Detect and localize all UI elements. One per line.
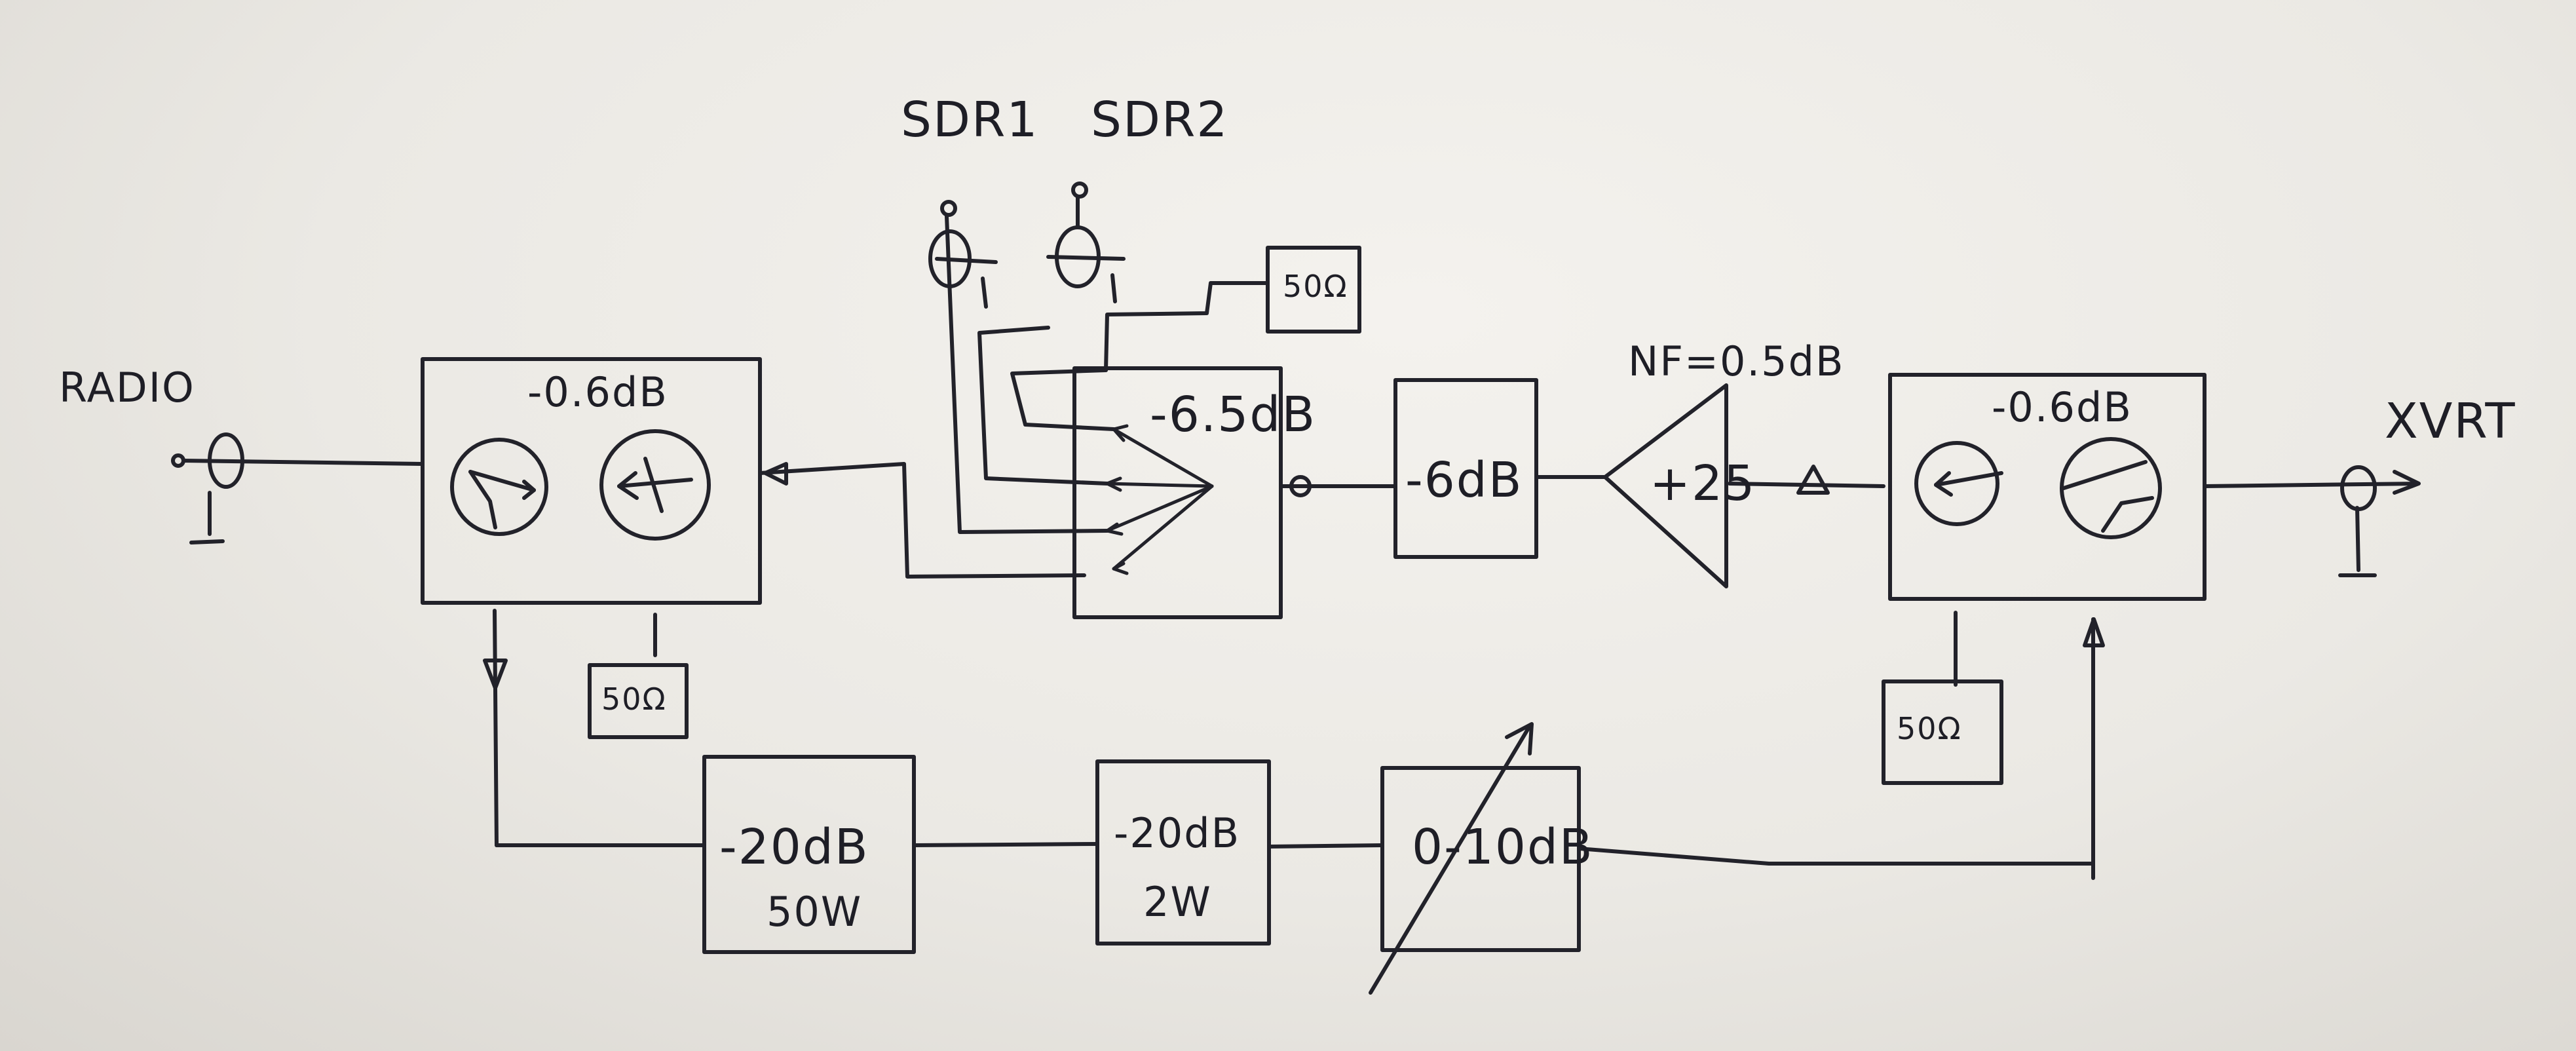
lna-noise-figure: NF=0.5dB <box>1628 337 1845 385</box>
sdr2-port-symbol <box>1046 182 1126 303</box>
wire-splitter-to-left-coupler <box>758 462 1086 579</box>
right-relay-1 <box>1914 441 2003 526</box>
wire-2w-to-var <box>1267 843 1384 849</box>
var-att-arrow <box>1369 724 1532 995</box>
left-relay-2 <box>599 429 711 541</box>
lna-amplifier <box>1603 383 1728 588</box>
lna-gain: +25 <box>1650 455 1756 512</box>
left-coupler-box <box>421 357 762 605</box>
att-20db-50w-power: 50W <box>767 888 863 936</box>
wire-radio-to-coupler <box>181 459 425 466</box>
splitter-arrows <box>1105 424 1214 575</box>
wire-to-xvrt <box>2203 482 2419 488</box>
right-load-label: 50Ω <box>1897 711 1962 746</box>
radio-label: RADIO <box>59 364 195 411</box>
var-att-label: 0-10dB <box>1412 819 1594 875</box>
sdr1-label: SDR1 <box>901 92 1039 148</box>
right-load-box <box>1882 679 2003 785</box>
xvrt-port-symbol <box>2338 465 2377 577</box>
wire-splitter-to-sdr1 <box>945 214 1109 534</box>
wire-splitter-to-sdr2 <box>977 326 1109 486</box>
arrow-into-right-coupler <box>2083 617 2105 647</box>
sdr1-port-symbol <box>928 200 998 309</box>
att-20db-2w-box <box>1095 759 1271 946</box>
sdr2-label: SDR2 <box>1091 92 1229 148</box>
wire-lna-to-right-coupler <box>1728 482 1885 488</box>
var-att-arrowhead <box>1505 722 1534 755</box>
attenuator-6db-box <box>1393 378 1538 559</box>
att-20db-50w-label: -20dB <box>719 819 869 875</box>
splitter-load-box <box>1266 246 1361 334</box>
wire-left-coupler-down <box>493 609 499 847</box>
left-relay-1 <box>450 438 548 536</box>
arrow-into-lna <box>1796 465 1830 495</box>
radio-port-symbol <box>171 432 244 545</box>
wire-50w-to-2w <box>912 842 1099 847</box>
left-coupler-loss: -0.6dB <box>527 368 668 416</box>
wire-splitter-to-load <box>1010 368 1116 431</box>
var-att-box <box>1380 766 1581 952</box>
attenuator-6db-label: -6dB <box>1405 452 1523 508</box>
right-relay-2 <box>2060 437 2162 539</box>
att-20db-2w-label: -20dB <box>1114 809 1241 857</box>
att-20db-50w-box <box>702 755 916 954</box>
splitter-box <box>1072 366 1283 619</box>
left-load-box <box>588 663 689 739</box>
splitter-load-label: 50Ω <box>1283 269 1348 304</box>
left-load-label: 50Ω <box>601 681 667 717</box>
xvrt-label: XVRT <box>2385 393 2516 449</box>
wire-splitter-load <box>1104 281 1270 372</box>
arrow-into-left-coupler <box>763 462 788 486</box>
wire-var-to-right-coupler <box>1577 847 2095 866</box>
arrow-xvrt <box>2393 470 2421 495</box>
att-20db-2w-power: 2W <box>1143 878 1212 926</box>
right-coupler-loss: -0.6dB <box>1992 383 2132 431</box>
splitter-loss: -6.5dB <box>1150 387 1317 443</box>
arrow-down-left <box>483 659 508 690</box>
